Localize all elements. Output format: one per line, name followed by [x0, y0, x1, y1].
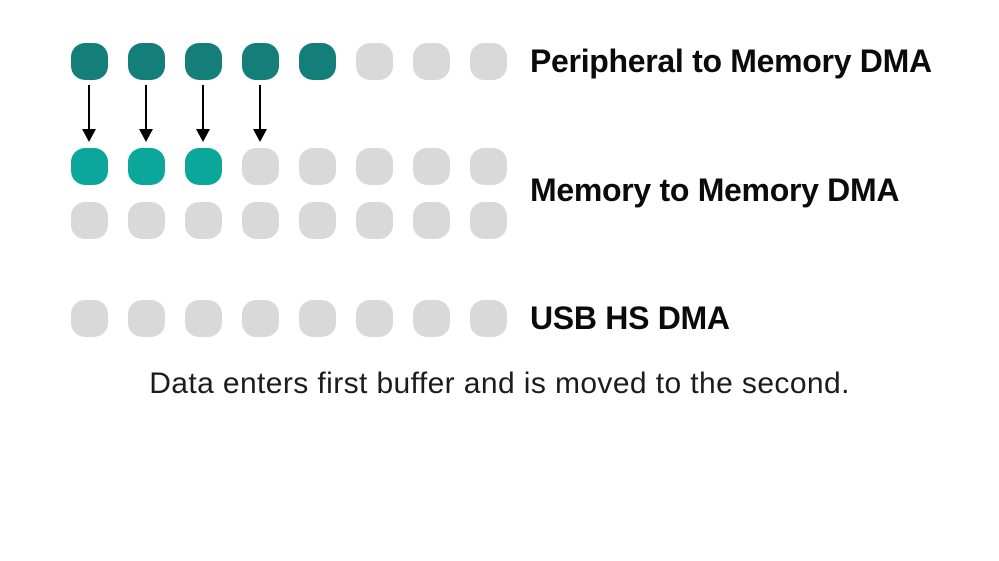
buffer-cell-empty	[242, 148, 279, 185]
buffer-cell-filled-dark	[71, 43, 108, 80]
buffer-cell-empty	[185, 202, 222, 239]
buffer-cell-empty	[128, 202, 165, 239]
arrow-line	[259, 85, 261, 133]
buffer-cell-empty	[470, 148, 507, 185]
memory-buffer-1-row	[71, 148, 507, 185]
buffer-cell-empty	[128, 300, 165, 337]
buffer-cell-empty	[470, 300, 507, 337]
arrow-head-icon	[139, 129, 153, 142]
buffer-cell-empty	[242, 202, 279, 239]
transfer-arrow	[81, 85, 97, 143]
buffer-cell-empty	[242, 300, 279, 337]
buffer-cell-filled-dark	[128, 43, 165, 80]
transfer-arrow	[195, 85, 211, 143]
buffer-cell-empty	[470, 43, 507, 80]
buffer-cell-filled-dark	[299, 43, 336, 80]
transfer-arrow	[138, 85, 154, 143]
buffer-cell-empty	[356, 148, 393, 185]
arrow-head-icon	[196, 129, 210, 142]
buffer-cell-empty	[413, 202, 450, 239]
buffer-cell-filled-dark	[185, 43, 222, 80]
caption: Data enters first buffer and is moved to…	[149, 367, 850, 400]
buffer-cell-empty	[356, 43, 393, 80]
arrow-line	[202, 85, 204, 133]
buffer-cell-empty	[185, 300, 222, 337]
buffer-cell-empty	[299, 300, 336, 337]
transfer-arrows	[71, 85, 511, 143]
usb-buffer-row	[71, 300, 507, 337]
peripheral-buffer-row	[71, 43, 507, 80]
buffer-cell-empty	[299, 202, 336, 239]
buffer-cell-empty	[356, 300, 393, 337]
buffer-cell-filled-dark	[242, 43, 279, 80]
arrow-head-icon	[82, 129, 96, 142]
buffer-cell-filled-teal	[185, 148, 222, 185]
buffer-cell-empty	[413, 300, 450, 337]
buffer-cell-empty	[470, 202, 507, 239]
buffer-cell-empty	[356, 202, 393, 239]
buffer-cell-filled-teal	[71, 148, 108, 185]
buffer-cell-empty	[413, 43, 450, 80]
arrow-line	[88, 85, 90, 133]
buffer-cell-empty	[299, 148, 336, 185]
peripheral-dma-label: Peripheral to Memory DMA	[530, 43, 932, 79]
transfer-arrow	[252, 85, 268, 143]
usb-dma-label: USB HS DMA	[530, 300, 730, 336]
memory-buffer-2-row	[71, 202, 507, 239]
memory-dma-label: Memory to Memory DMA	[530, 172, 900, 208]
buffer-cell-empty	[71, 202, 108, 239]
buffer-cell-empty	[71, 300, 108, 337]
buffer-cell-filled-teal	[128, 148, 165, 185]
arrow-line	[145, 85, 147, 133]
arrow-head-icon	[253, 129, 267, 142]
buffer-cell-empty	[413, 148, 450, 185]
